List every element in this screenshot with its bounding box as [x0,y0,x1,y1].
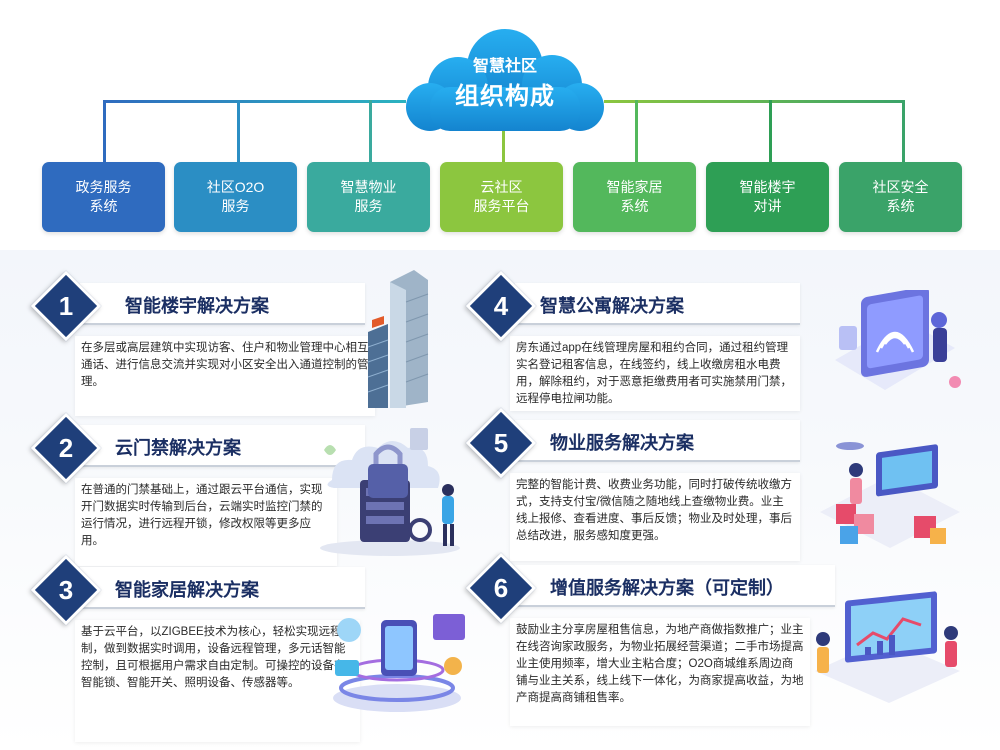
solution-title-bar: 增值服务解决方案（可定制） [515,565,835,607]
cloud-subtitle: 组织构成 [455,83,555,110]
solution-title: 云门禁解决方案 [115,438,241,458]
solution-title: 智能家居解决方案 [115,580,259,600]
solution-card-6: 增值服务解决方案（可定制） 鼓励业主分享房屋租售信息，为地产商做指数推广；业主在… [465,552,920,726]
system-label: 社区安全 [872,179,929,195]
solution-title: 智能楼宇解决方案 [125,296,269,316]
solution-description: 房东通过app在线管理房屋和租约合同，通过租约管理实名登记租客信息，在线签约，线… [510,336,800,411]
connector-drop [502,130,505,162]
system-label: 对讲 [753,198,782,214]
solution-title: 增值服务解决方案（可定制） [550,578,784,598]
system-label: 系统 [886,198,915,214]
connector-drop [635,100,638,162]
system-label: 服务平台 [473,198,530,214]
system-box-cloud-platform: 云社区 服务平台 [440,162,563,232]
solution-description: 鼓励业主分享房屋租售信息，为地产商做指数推广；业主在线咨询家政服务，为物业拓展经… [510,618,810,726]
system-label: 服务 [221,198,250,214]
system-label: 智慧物业 [340,179,397,195]
connector-drop [769,100,772,162]
connector-left [103,100,406,103]
system-box-security: 社区安全 系统 [839,162,962,232]
system-label: 智能楼宇 [739,179,796,195]
solution-card-3: 智能家居解决方案 基于云平台，以ZIGBEE技术为核心，轻松实现远程控制，做到数… [30,554,485,742]
system-box-property: 智慧物业 服务 [307,162,430,232]
connector-drop [237,100,240,162]
system-box-gov-service: 政务服务 系统 [42,162,165,232]
solution-card-4: 智慧公寓解决方案 房东通过app在线管理房屋和租约合同，通过租约管理实名登记租客… [465,270,920,418]
cloud-title: 智慧社区 [472,58,537,75]
connector-drop [369,100,372,162]
solution-number: 6 [493,573,509,603]
solution-number: 5 [493,428,509,458]
system-label: 社区O2O [206,179,265,195]
system-label: 系统 [620,198,649,214]
solution-number: 4 [493,291,509,321]
analytics-icon [815,591,960,703]
system-label: 政务服务 [75,179,132,195]
org-structure-section: 智慧社区 组织构成 政务服务 系统 社区O2O 服务 智慧物业 服务 云社区 服… [0,0,1000,250]
solution-title-bar: 云门禁解决方案 [80,425,365,467]
system-label: 智能家居 [606,179,663,195]
cloud-shape [406,29,604,131]
solution-card-5: 物业服务解决方案 完整的智能计费、收费业务功能，同时打破传统收缴方式，支持支付宝… [465,407,920,561]
property-service-icon [820,442,960,548]
solution-description: 完整的智能计费、收费业务功能，同时打破传统收缴方式，支持支付宝/微信随之随地线上… [510,473,800,561]
solution-number: 2 [58,433,74,463]
solution-number: 3 [58,575,74,605]
solution-title-bar: 智慧公寓解决方案 [515,283,800,325]
smart-home-icon [333,614,465,712]
system-label: 云社区 [480,179,523,195]
system-label: 系统 [89,198,118,214]
solution-title: 物业服务解决方案 [550,433,694,453]
solution-card-2: 云门禁解决方案 在普通的门禁基础上，通过跟云平台通信，实现开门数据实时传输到后台… [30,412,485,566]
system-box-intercom: 智能楼宇 对讲 [706,162,829,232]
solution-title: 智慧公寓解决方案 [540,296,684,316]
solution-description: 基于云平台，以ZIGBEE技术为核心，轻松实现远程控制，做到数据实时调用，设备远… [75,620,360,742]
skyscraper-icon [367,270,429,408]
fingerprint-icon [835,290,961,390]
solution-title-bar: 智能楼宇解决方案 [80,283,365,325]
solution-number: 1 [58,291,74,321]
connector-right [604,100,904,103]
solution-title-bar: 智能家居解决方案 [80,567,365,609]
connector-drop [103,100,106,162]
connector-drop [902,100,905,162]
solution-description: 在多层或高层建筑中实现访客、住户和物业管理中心相互通话、进行信息交流并实现对小区… [75,336,375,416]
solution-title-bar: 物业服务解决方案 [515,420,800,462]
system-label: 服务 [354,198,383,214]
cloud-lock-icon [320,428,460,556]
solution-card-1: 智能楼宇解决方案 在多层或高层建筑中实现访客、住户和物业管理中心相互通话、进行信… [30,270,485,418]
solution-description: 在普通的门禁基础上，通过跟云平台通信，实现开门数据实时传输到后台，云端实时监控门… [75,478,337,566]
system-box-o2o: 社区O2O 服务 [174,162,297,232]
system-box-smart-home: 智能家居 系统 [573,162,696,232]
